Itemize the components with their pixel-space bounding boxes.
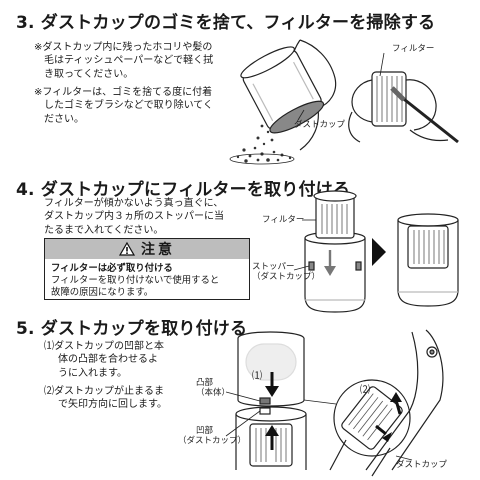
step5-label-concave: 凹部 （ダストカップ） — [178, 426, 247, 446]
step5-marker-1: ⑴ — [252, 371, 262, 382]
step5-label-dustcup: ダストカップ — [396, 460, 448, 470]
caution-box: 注意 フィルターは必ず取り付ける フィルターを取り付けないで使用すると 故障の原… — [44, 238, 250, 300]
step4-instructions: フィルターが傾かないよう真っ直ぐに、 ダストカップ内３ヵ所のストッパーに当 たる… — [44, 198, 224, 236]
step5-item1: ⑴ダストカップの凹部と本 体の凸部を合わせるよ うに入れます。 — [44, 341, 164, 379]
caution-body: フィルターは必ず取り付ける フィルターを取り付けないで使用すると 故障の原因にな… — [45, 259, 249, 303]
step4-title: 4. ダストカップにフィルターを取り付ける — [16, 180, 351, 200]
step3-note-filter: ※フィルターは、ゴミを捨てる度に付着 したゴミをブラシなどで取り除いてく ださい… — [34, 87, 213, 125]
step3-label-dustcup: ダストカップ — [294, 120, 346, 130]
caution-header: 注意 — [45, 239, 249, 259]
step5-item2: ⑵ダストカップが止まるま で矢印方向に回します。 — [44, 386, 167, 411]
step5-marker-2: ⑵ — [360, 385, 370, 396]
step3-note-dustcup: ※ダストカップ内に残ったホコリや髪の 毛はティッシュペーパーなどで軽く拭 き取っ… — [34, 42, 214, 80]
step5-title: 5. ダストカップを取り付ける — [16, 319, 248, 339]
caution-emphasis: フィルターは必ず取り付ける — [51, 263, 173, 274]
right-triangle-arrow-icon — [372, 238, 386, 266]
step5-label-convex: 凸部 （本体） — [196, 378, 231, 398]
step4-label-stopper: ストッパー （ダストカップ） — [252, 262, 321, 282]
warning-triangle-icon — [118, 241, 136, 256]
step3-label-filter: フィルター — [392, 44, 435, 54]
step4-label-filter: フィルター — [262, 215, 305, 225]
step3-title: 3. ダストカップのゴミを捨て、フィルターを掃除する — [16, 13, 436, 33]
caution-heading: 注意 — [141, 242, 175, 258]
